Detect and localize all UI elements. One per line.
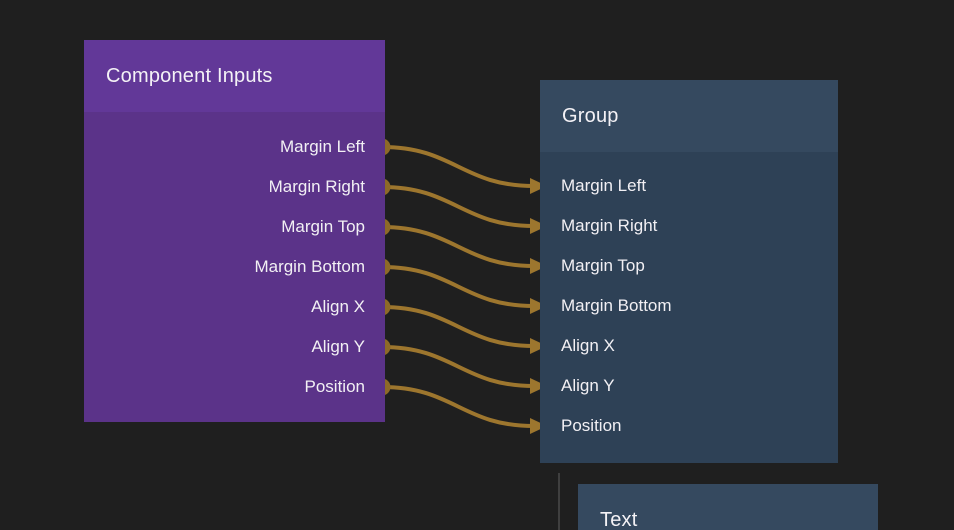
input-port-align-y[interactable]: Align Y <box>561 376 615 395</box>
input-port-margin-top[interactable]: Margin Top <box>561 256 645 275</box>
output-port-align-x[interactable]: Align X <box>311 297 365 316</box>
node-text[interactable]: Text <box>578 484 878 530</box>
node-group[interactable]: Group Margin Left Margin Right Margin To… <box>540 80 838 463</box>
connection-wire[interactable] <box>381 225 535 268</box>
arrow-head-icon[interactable] <box>530 178 547 194</box>
output-port-margin-bottom[interactable]: Margin Bottom <box>254 257 365 276</box>
output-port-margin-right[interactable]: Margin Right <box>268 177 365 196</box>
input-port-margin-right[interactable]: Margin Right <box>561 216 658 235</box>
output-port-margin-top[interactable]: Margin Top <box>281 217 365 236</box>
output-port-align-y[interactable]: Align Y <box>311 337 365 356</box>
arrow-head-icon[interactable] <box>530 338 547 354</box>
input-port-margin-bottom[interactable]: Margin Bottom <box>561 296 672 315</box>
input-port-position[interactable]: Position <box>561 416 622 435</box>
output-port-position[interactable]: Position <box>304 377 365 396</box>
input-port-align-x[interactable]: Align X <box>561 336 615 355</box>
arrow-head-icon[interactable] <box>530 258 547 274</box>
connection-wire[interactable] <box>381 185 535 228</box>
node-text-header[interactable]: Text <box>578 484 878 530</box>
arrow-head-icon[interactable] <box>530 218 547 234</box>
connection-wire[interactable] <box>381 345 535 388</box>
input-port-margin-left[interactable]: Margin Left <box>561 176 647 195</box>
arrow-head-icon[interactable] <box>530 378 547 394</box>
connection-wire[interactable] <box>381 145 535 188</box>
node-title: Group <box>562 104 619 127</box>
node-component-inputs-body: Margin Left Margin Right Margin Top Marg… <box>84 112 385 422</box>
node-component-inputs-header[interactable]: Component Inputs <box>84 40 385 112</box>
connection-wire[interactable] <box>381 385 535 428</box>
child-connection-line[interactable] <box>558 473 560 530</box>
connection-wire[interactable] <box>381 265 535 308</box>
arrow-head-icon[interactable] <box>530 298 547 314</box>
arrow-head-icon[interactable] <box>530 418 547 434</box>
node-group-body: Margin Left Margin Right Margin Top Marg… <box>540 152 838 463</box>
node-title: Component Inputs <box>106 64 273 87</box>
node-title: Text <box>600 508 638 530</box>
connection-margin-left[interactable] <box>373 138 548 195</box>
output-port-margin-left[interactable]: Margin Left <box>279 137 365 156</box>
node-component-inputs[interactable]: Component Inputs Margin Left Margin Righ… <box>84 40 385 422</box>
node-group-header[interactable]: Group <box>540 80 838 152</box>
connection-wire[interactable] <box>381 305 535 348</box>
